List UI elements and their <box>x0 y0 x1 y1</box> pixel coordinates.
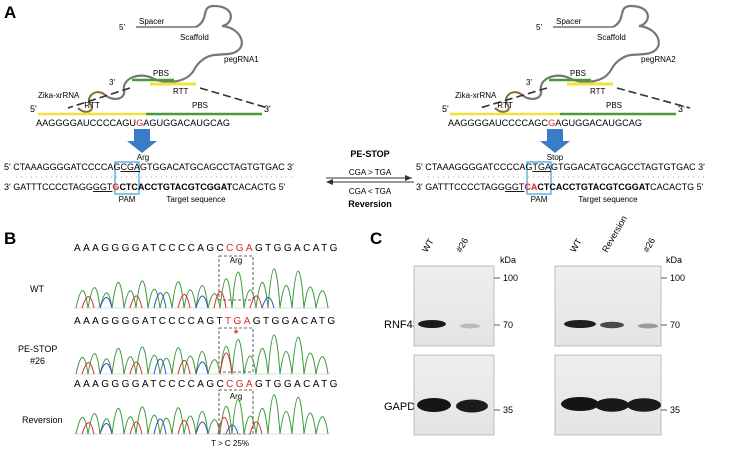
forward-arrow-icon <box>405 175 412 181</box>
t-to-c-footer: T > C 25% <box>211 439 249 448</box>
kda-left: kDa <box>500 255 516 265</box>
pegrna1-scaffold-label: Scaffold <box>180 33 209 42</box>
pegrna2-3prime: 3' <box>526 78 532 87</box>
marker-left-70: 70 <box>503 320 513 330</box>
pegrna1-pbs-label: PBS <box>153 69 169 78</box>
pegrna1-xrrna-label: Zika-xrRNA <box>38 91 80 100</box>
ext2-pbs-label: PBS <box>606 101 622 110</box>
right-pam-label: PAM <box>531 195 548 204</box>
marker-right-100: 100 <box>670 273 685 283</box>
ext1-rtt-label: RTT <box>84 101 100 110</box>
right-bottom-strand: 3' GATTTCCCCTAGGGGTCACTCACCTGTACGTCGGATC… <box>416 182 704 192</box>
left-codon-label: Arg <box>137 153 149 162</box>
pegrna2-pbs-label: PBS <box>570 69 586 78</box>
ext2-rtt-label: RTT <box>497 101 513 110</box>
panel-b-letter: B <box>4 229 16 248</box>
marker-right-35: 35 <box>670 405 680 415</box>
pe-stop-label: PE-STOP <box>350 149 389 159</box>
pegrna2-5prime: 5' <box>536 23 542 32</box>
pegrna2-structure: 5' Spacer Scaffold PBS RTT pegRNA2 3' Zi… <box>455 4 691 113</box>
rnf43-label: RNF43 <box>384 319 419 331</box>
ext1-sequence: AAGGGGAUCCCCAGUGAGUGGACAUGCAG <box>36 118 230 128</box>
left-dna-duplex: 5' CTAAAGGGGATCCCCAGCGAGTGGACATGCAGCCTAG… <box>4 161 294 204</box>
lane-right-26: #26 <box>641 236 657 254</box>
blot-rnf43-left <box>413 265 495 347</box>
right-down-arrow-icon <box>540 129 570 153</box>
ext1-5prime: 5' <box>30 104 37 114</box>
left-down-arrow-icon <box>127 129 157 153</box>
wt-sequence: AAAGGGGATCCCCAGCCGAGTGGACATG <box>74 243 340 254</box>
reverse-change-label: CGA < TGA <box>349 187 392 196</box>
reversion-row-label: Reversion <box>22 415 63 425</box>
marker-left-35: 35 <box>503 405 513 415</box>
pe-stop-sequence: AAAGGGGATCCCCAGTTGAGTGGACATG <box>74 316 338 327</box>
right-dna-duplex: 5' CTAAAGGGGATCCCCAGTGAGTGGACATGCAGCCTAG… <box>416 161 705 204</box>
pegrna2-xrrna-label: Zika-xrRNA <box>455 91 497 100</box>
ext1-pbs-label: PBS <box>192 101 208 110</box>
wt-codon-note: Arg <box>230 256 242 265</box>
marker-left-100: 100 <box>503 273 518 283</box>
pegrna2-rtt-label: RTT <box>590 87 606 96</box>
right-target-label: Target sequence <box>578 195 638 204</box>
right-codon-label: Stop <box>547 153 564 162</box>
panel-c-letter: C <box>370 229 382 248</box>
pegrna2-name: pegRNA2 <box>641 55 676 64</box>
ext2-5prime: 5' <box>442 104 449 114</box>
pe-stop-star-note: * <box>234 328 239 340</box>
pegrna1-rtt-label: RTT <box>173 87 189 96</box>
left-pam-label: PAM <box>119 195 136 204</box>
kda-right: kDa <box>666 255 682 265</box>
lane-left-26: #26 <box>454 236 470 254</box>
lane-right-wt: WT <box>568 236 584 254</box>
panel-a-letter: A <box>4 3 16 22</box>
markers-left: 100 70 35 <box>494 273 518 415</box>
lane-left-wt: WT <box>420 236 436 254</box>
ext2-3prime: 3' <box>678 104 685 114</box>
pegrna2-extension: 5' 3' RTT PBS AAGGGGAUCCCCAGCGAGUGGACAUG… <box>442 101 685 128</box>
wt-row-label: WT <box>30 284 44 294</box>
pegrna1-spacer-label: Spacer <box>139 17 165 26</box>
ext1-3prime: 3' <box>264 104 271 114</box>
chromatogram-reversion: AAAGGGGATCCCCAGCCGAGTGGACATG Arg Reversi… <box>22 379 340 448</box>
blot-gapdh-left <box>413 354 495 436</box>
reverse-arrow-icon <box>326 179 333 185</box>
blot-gapdh-right <box>554 354 662 436</box>
pegrna2-scaffold-label: Scaffold <box>597 33 626 42</box>
left-bottom-strand: 3' GATTTCCCCTAGGGGTGCTCACCTGTACGTCGGATCA… <box>4 182 286 192</box>
conversion-arrows: PE-STOP CGA > TGA CGA < TGA Reversion <box>326 149 414 209</box>
lane-right-reversion: Reversion <box>600 214 629 254</box>
pe-stop-row-label-2: #26 <box>30 356 45 366</box>
marker-right-70: 70 <box>670 320 680 330</box>
chromatogram-wt: AAAGGGGATCCCCAGCCGAGTGGACATG Arg WT <box>30 243 340 309</box>
pegrna2-spacer-label: Spacer <box>556 17 582 26</box>
reversion-sequence: AAAGGGGATCCCCAGCCGAGTGGACATG <box>74 379 340 390</box>
forward-change-label: CGA > TGA <box>349 168 392 177</box>
gapdh-label: GAPDH <box>384 401 423 413</box>
pegrna1-name: pegRNA1 <box>224 55 259 64</box>
left-target-label: Target sequence <box>166 195 226 204</box>
blot-rnf43-right <box>554 265 662 347</box>
pe-stop-row-label: PE-STOP <box>18 344 57 354</box>
reversion-label: Reversion <box>348 199 392 209</box>
pegrna1-5prime: 5' <box>119 23 125 32</box>
pegrna1-structure: 5' Spacer Scaffold PBS RTT pegRNA1 3' Zi… <box>38 4 269 113</box>
chromatogram-pe-stop: AAAGGGGATCCCCAGTTGAGTGGACATG * PE-STOP #… <box>18 316 338 375</box>
markers-right: 100 70 35 <box>661 273 685 415</box>
reversion-codon-note: Arg <box>230 392 242 401</box>
pegrna1-extension: 5' 3' RTT PBS AAGGGGAUCCCCAGUGAGUGGACAUG… <box>30 101 271 128</box>
ext2-sequence: AAGGGGAUCCCCAGCGAGUGGACAUGCAG <box>448 118 642 128</box>
right-top-strand: 5' CTAAAGGGGATCCCCAGTGAGTGGACATGCAGCCTAG… <box>416 162 705 172</box>
pegrna1-3prime: 3' <box>109 78 115 87</box>
left-top-strand: 5' CTAAAGGGGATCCCCAGCGAGTGGACATGCAGCCTAG… <box>4 162 294 172</box>
